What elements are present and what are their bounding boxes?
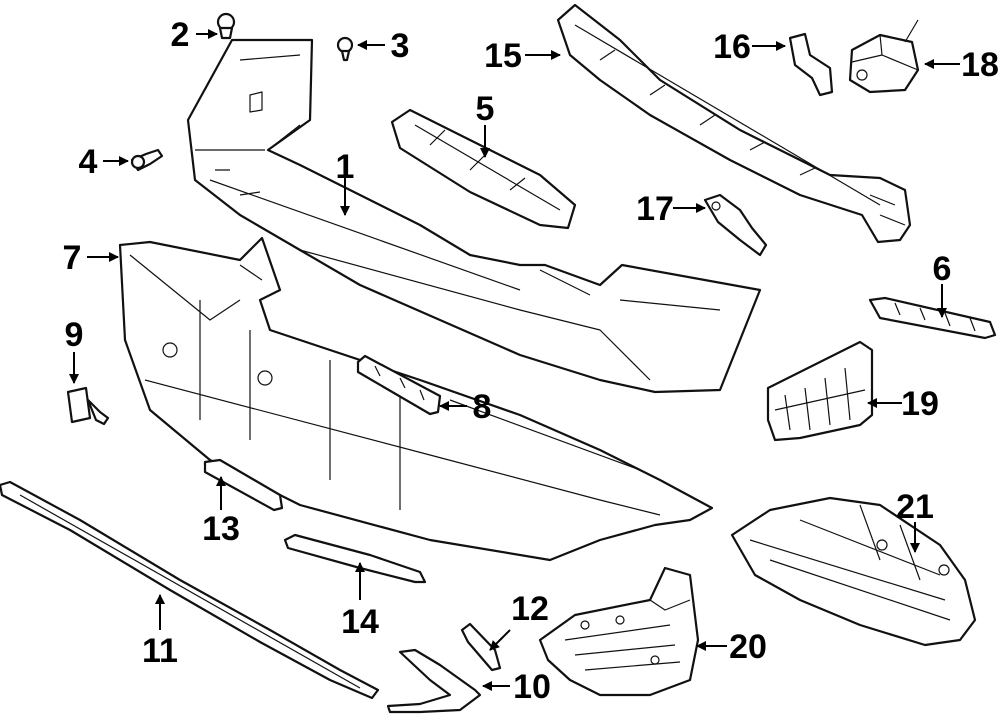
callout-13: 13 <box>202 510 240 548</box>
callout-20: 20 <box>729 628 767 666</box>
callout-18: 18 <box>961 46 999 84</box>
callout-2: 2 <box>171 16 190 54</box>
part-19-side-bracket[interactable] <box>766 340 874 442</box>
part-15-reinforcement-beam[interactable] <box>556 3 912 244</box>
part-13-trim[interactable] <box>203 458 284 512</box>
callout-14: 14 <box>341 603 379 641</box>
callout-10: 10 <box>513 668 551 706</box>
callout-16: 16 <box>713 28 751 66</box>
callout-17: 17 <box>636 190 674 228</box>
part-9-sensor[interactable] <box>66 386 110 426</box>
part-8-bracket[interactable] <box>356 354 442 416</box>
callout-9: 9 <box>65 316 84 354</box>
callout-15: 15 <box>484 37 522 75</box>
part-10-lower-trim[interactable] <box>386 648 482 714</box>
callout-11: 11 <box>142 632 178 670</box>
part-14-trim[interactable] <box>283 533 427 584</box>
leader-12 <box>489 629 511 651</box>
callout-12: 12 <box>511 590 549 628</box>
part-16-bracket[interactable] <box>788 32 834 97</box>
part-1-bumper-cover[interactable] <box>186 38 762 394</box>
callout-4: 4 <box>79 143 98 181</box>
part-6-side-bracket[interactable] <box>868 296 997 340</box>
part-17-bracket[interactable] <box>703 193 768 257</box>
callout-19: 19 <box>901 385 939 423</box>
part-5-bracket[interactable] <box>390 108 577 230</box>
part-12-small-trim[interactable] <box>460 622 502 672</box>
part-20-splash-shield[interactable] <box>538 566 700 697</box>
part-11-trim-strip[interactable] <box>0 480 380 700</box>
callout-6: 6 <box>933 250 952 288</box>
callout-3: 3 <box>391 27 410 65</box>
part-18-module[interactable] <box>848 19 920 94</box>
callout-8: 8 <box>473 388 492 426</box>
part-4-pin[interactable] <box>130 148 164 172</box>
callout-1: 1 <box>336 148 355 186</box>
part-21-underbody-shield[interactable] <box>730 496 977 647</box>
callout-21: 21 <box>896 488 934 526</box>
callout-7: 7 <box>63 239 82 277</box>
callout-5: 5 <box>476 90 495 128</box>
part-2-clip[interactable] <box>216 12 236 40</box>
part-3-screw[interactable] <box>336 36 354 62</box>
